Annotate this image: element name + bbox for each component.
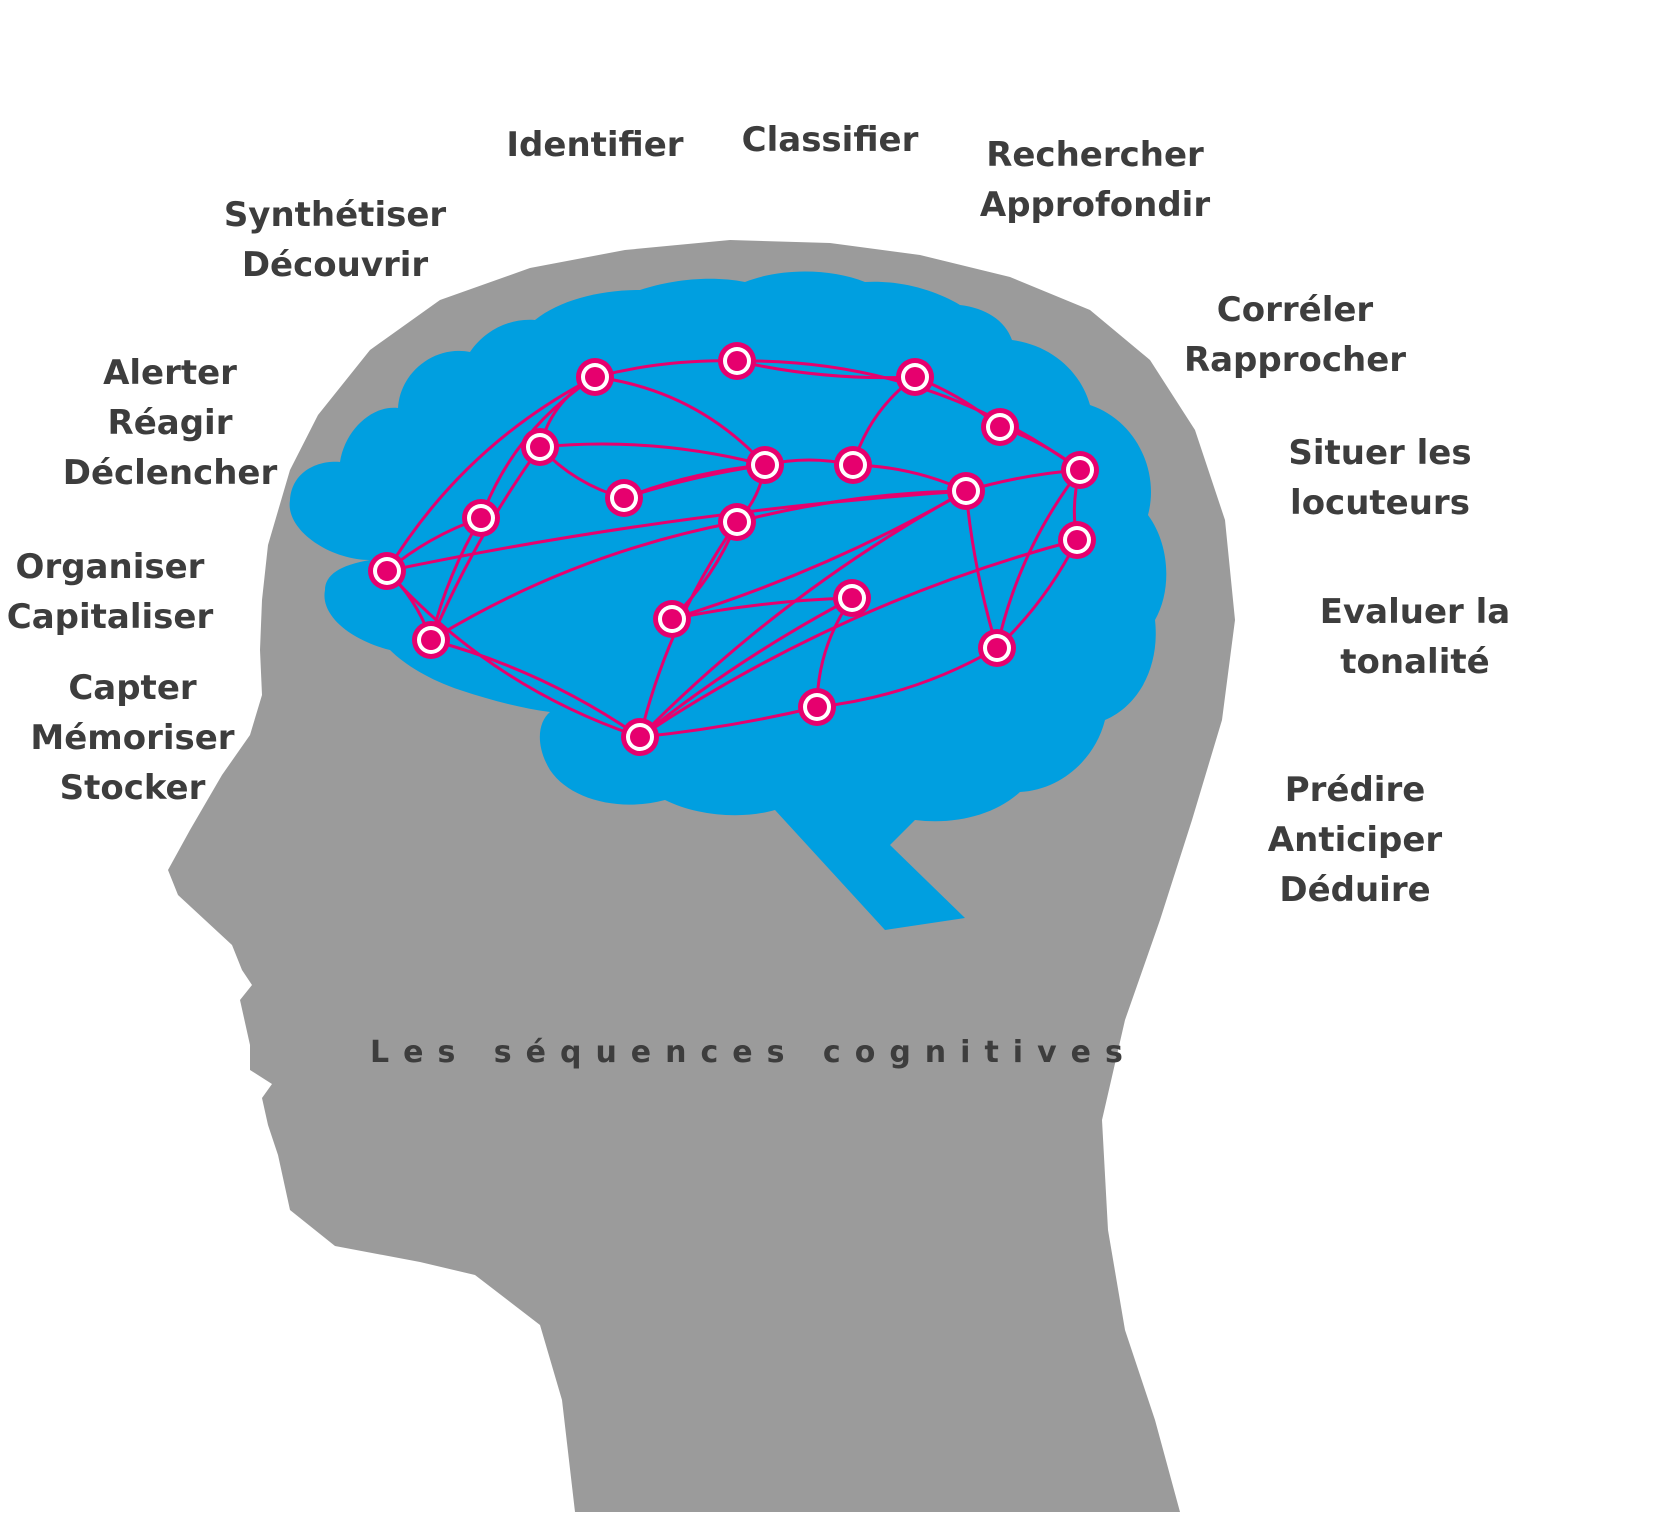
label-line: Réagir [107, 403, 233, 443]
label-classifier: Classifier [730, 115, 930, 165]
neural-link [671, 489, 967, 621]
label-alerter: Alerter Réagir Déclencher [55, 348, 285, 498]
label-line: Découvrir [241, 245, 429, 285]
label-line: tonalité [1340, 642, 1490, 682]
neural-link [816, 646, 998, 709]
label-line: Synthétiser [223, 195, 447, 235]
neural-node [718, 342, 756, 380]
label-line: Approfondir [979, 185, 1211, 225]
label-line: locuteurs [1290, 483, 1470, 523]
neural-link [430, 638, 641, 739]
label-line: Evaluer la [1319, 592, 1511, 632]
neural-node [462, 499, 500, 537]
label-line: Situer les [1288, 433, 1472, 473]
neural-node [576, 358, 614, 396]
label-line: Classifier [741, 120, 919, 160]
neural-link [594, 375, 767, 467]
neural-link [385, 569, 641, 739]
label-line: Déduire [1279, 870, 1431, 910]
label-correler: Corréler Rapprocher [1170, 285, 1420, 385]
neural-link [736, 359, 916, 380]
neural-node [798, 688, 836, 726]
neural-nodes [368, 342, 1099, 756]
label-organiser: Organiser Capitaliser [0, 542, 220, 642]
neural-node [978, 629, 1016, 667]
label-line: Rechercher [986, 135, 1204, 175]
neural-node [521, 428, 559, 466]
neural-link [639, 538, 1078, 739]
label-line: Identifier [506, 125, 684, 165]
label-line: Mémoriser [30, 718, 235, 758]
neural-node [368, 552, 406, 590]
diagram-caption: Les séquences cognitives [370, 1035, 1137, 1070]
label-line: Alerter [103, 353, 237, 393]
label-line: Corréler [1216, 290, 1374, 330]
label-synthetiser: Synthétiser Découvrir [215, 190, 455, 290]
neural-link [385, 375, 596, 572]
neural-link [386, 489, 967, 573]
neural-node [718, 503, 756, 541]
label-line: Déclencher [62, 453, 278, 493]
neural-link [671, 596, 853, 621]
label-identifier: Identifier [495, 120, 695, 170]
neural-node [896, 358, 934, 396]
neural-node [981, 408, 1019, 446]
neural-link [429, 446, 542, 641]
neural-node [1061, 451, 1099, 489]
neural-link [639, 596, 853, 739]
neural-node [833, 579, 871, 617]
neural-link [430, 520, 738, 642]
label-situer: Situer les locuteurs [1265, 428, 1495, 528]
neural-node [621, 718, 659, 756]
label-capter: Capter Mémoriser Stocker [20, 663, 245, 813]
label-line: Capter [68, 668, 197, 708]
neural-link [539, 442, 766, 467]
label-predire: Prédire Anticiper Déduire [1240, 765, 1470, 915]
label-rechercher: Rechercher Approfondir [965, 130, 1225, 230]
neural-node [746, 446, 784, 484]
neural-node [834, 446, 872, 484]
neural-node [1058, 521, 1096, 559]
neural-node [653, 600, 691, 638]
neural-node [412, 621, 450, 659]
label-line: Organiser [15, 547, 205, 587]
neural-node [947, 472, 985, 510]
label-line: Anticiper [1267, 820, 1443, 860]
label-line: Rapprocher [1183, 340, 1407, 380]
neural-node [605, 479, 643, 517]
label-evaluer: Evaluer la tonalité [1295, 587, 1535, 687]
label-line: Capitaliser [6, 597, 214, 637]
label-line: Prédire [1284, 770, 1426, 810]
neural-link [639, 705, 818, 739]
label-line: Stocker [59, 768, 206, 808]
